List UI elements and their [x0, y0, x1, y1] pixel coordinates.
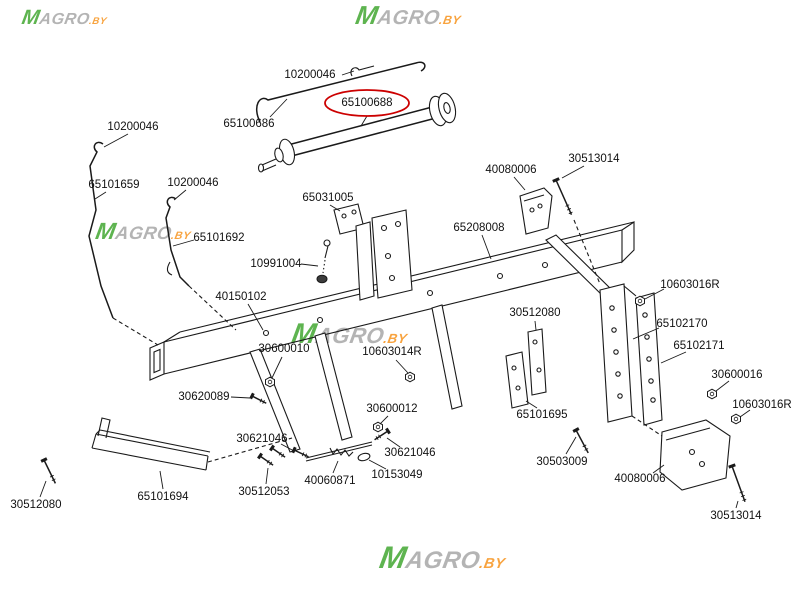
plate-65101695: [505, 351, 529, 409]
part-number-label: 10603016R: [732, 399, 792, 411]
rod-65101659: [88, 141, 114, 319]
part-number-label: 30512053: [238, 486, 290, 498]
part-number-label: 40080006: [614, 473, 666, 485]
part-number-label: 30512080: [10, 499, 62, 511]
part-number-label: 65208008: [453, 222, 505, 234]
part-number-label: 65101694: [137, 491, 189, 503]
tower-plates: [355, 209, 413, 301]
plates-65102170-65102171: [599, 283, 663, 426]
plug-chain-10991004: [316, 239, 331, 284]
part-number-label: 30600012: [366, 403, 418, 415]
rod-65100686: [256, 61, 426, 123]
part-number-label: 30620089: [178, 391, 230, 403]
part-number-label: 10991004: [250, 258, 302, 270]
part-number-label: 10153049: [371, 469, 423, 481]
part-number-label: 65101692: [193, 232, 245, 244]
roller-assembly: [257, 92, 457, 173]
part-number-label: 65101659: [88, 179, 140, 191]
strap-30512080: [527, 328, 547, 396]
part-number-label: 65102171: [673, 340, 725, 352]
part-number-label: 30621046: [384, 447, 436, 459]
part-number-label: 10603014R: [362, 346, 422, 358]
part-number-label: 30503009: [536, 456, 588, 468]
hook-pin-10200046: [350, 65, 375, 77]
bracket-40080006-bottom: [659, 419, 731, 491]
rod-65101692: [165, 196, 190, 287]
part-number-label: 65100686: [223, 118, 275, 130]
part-number-label: 40060871: [304, 475, 356, 487]
part-number-label: 10200046: [107, 121, 159, 133]
part-number-label: 30600016: [711, 369, 763, 381]
part-number-label: 40080006: [485, 164, 537, 176]
part-number-label: 30600010: [258, 343, 310, 355]
part-number-label: 30621046: [236, 433, 288, 445]
part-number-label: 65101695: [516, 409, 568, 421]
channel-65101694: [91, 417, 211, 471]
part-number-label: 30513014: [568, 153, 620, 165]
highlight-ellipse: [324, 89, 410, 117]
part-number-label: 30513014: [710, 510, 762, 522]
part-number-label: 65031005: [302, 192, 354, 204]
part-number-label: 30512080: [509, 307, 561, 319]
dashed-alignment-lines: [112, 219, 663, 463]
part-number-label: 65102170: [656, 318, 708, 330]
part-number-label-highlighted: 65100688: [341, 97, 393, 109]
leader-lines: [39, 70, 751, 509]
part-number-label: 40150102: [215, 291, 267, 303]
part-number-label: 10603016R: [660, 279, 720, 291]
part-number-label: 10200046: [284, 69, 336, 81]
part-number-label: 10200046: [167, 177, 219, 189]
bracket-40080006-top: [519, 187, 553, 235]
lower-straps: [249, 304, 463, 462]
